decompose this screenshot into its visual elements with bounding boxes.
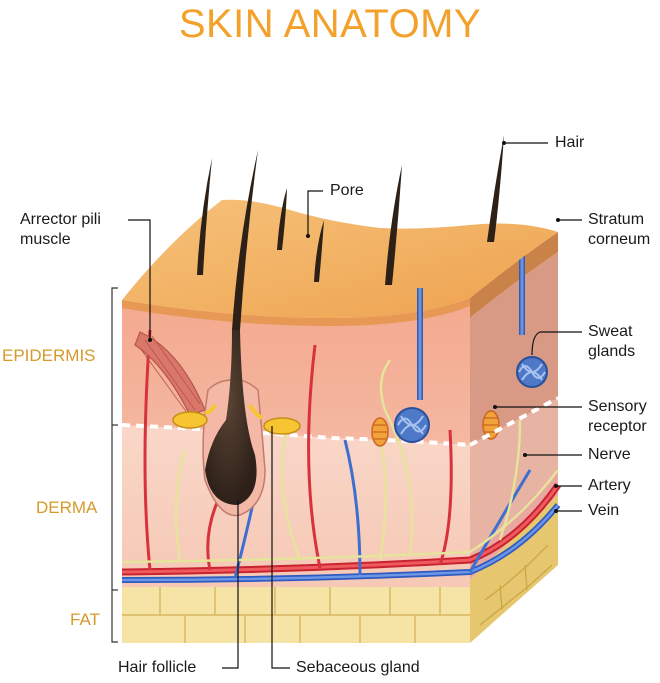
sweat-glands-label-line2: glands (588, 343, 636, 360)
sebaceous-gland-label: Sebaceous gland (296, 659, 420, 676)
diagram-title: SKIN ANATOMY (178, 2, 482, 46)
sensory-receptor-icon (371, 417, 389, 447)
leader-lines (128, 142, 582, 669)
sweat-gland-front (394, 288, 430, 443)
arrector-pili-label-line2: muscle (20, 231, 71, 248)
artery-label: Artery (588, 477, 631, 494)
epidermis-label: EPIDERMIS (2, 346, 96, 365)
sebaceous-gland-icon (172, 403, 301, 435)
sweat-glands-label-line1: Sweat (588, 323, 633, 340)
sweat-gland-coil-icon (394, 407, 430, 443)
stratum-label-line2: corneum (588, 231, 651, 248)
hair-label: Hair (555, 134, 585, 151)
sensory-receptor-icon (482, 410, 500, 440)
nerve-label: Nerve (588, 446, 631, 463)
vein-label: Vein (588, 502, 620, 519)
sweat-gland-coil-icon (516, 356, 548, 388)
arrector-pili-label-line1: Arrector pili (20, 211, 101, 228)
fat-cell-icon (122, 587, 470, 643)
stratum-corneum-surface (122, 199, 558, 318)
hair-strand-icon (197, 135, 504, 330)
sensory-receptor-label-line1: Sensory (588, 398, 647, 415)
hair-follicle (172, 330, 301, 517)
hair-follicle-label: Hair follicle (118, 659, 197, 676)
pore-label: Pore (330, 182, 364, 199)
sensory-receptor-label-line2: receptor (588, 418, 647, 435)
layer-bracket (111, 287, 118, 643)
blood-vessels (121, 329, 561, 583)
stratum-label-line1: Stratum (588, 211, 645, 228)
fat-label: FAT (70, 610, 100, 629)
derma-label: DERMA (36, 498, 98, 517)
